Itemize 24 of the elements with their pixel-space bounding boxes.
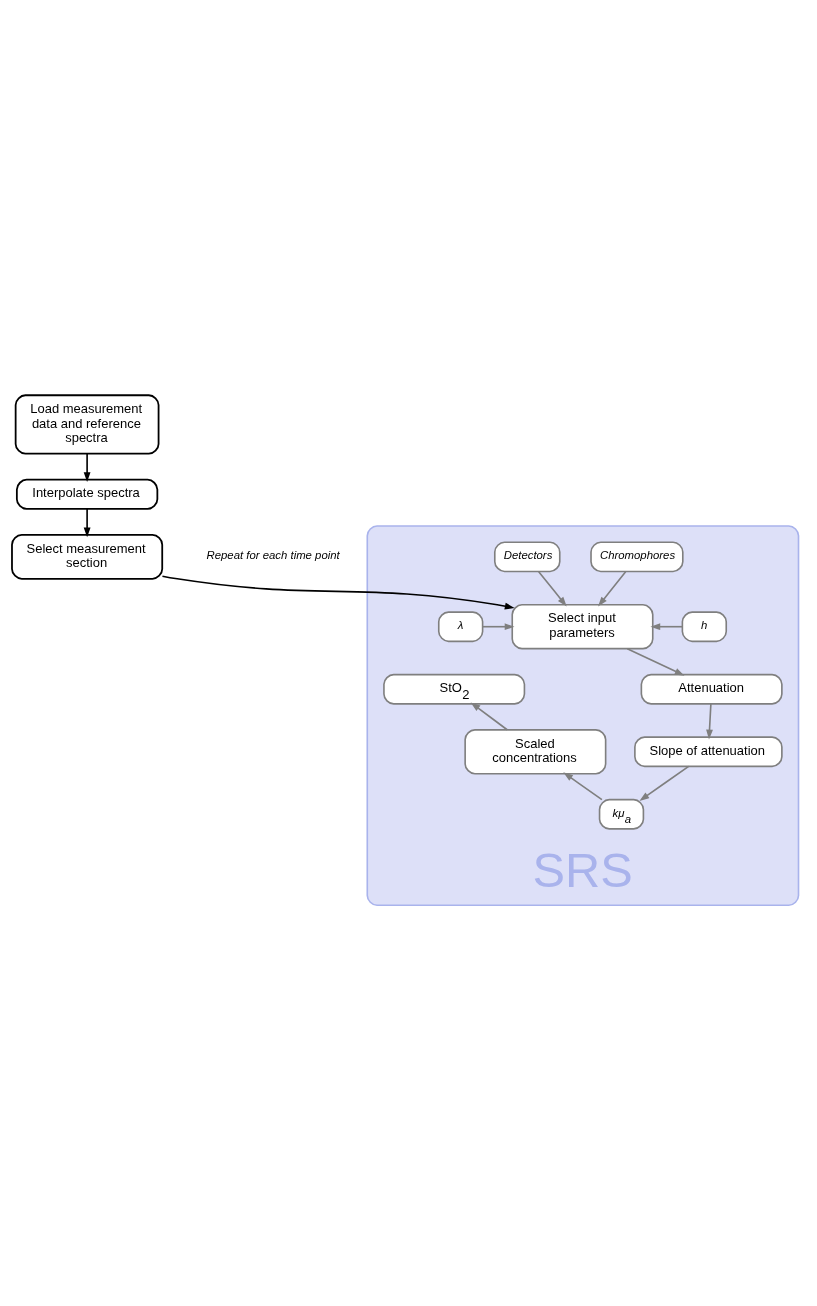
arrow xyxy=(626,647,685,676)
arrow xyxy=(563,771,603,800)
node-box: Slope of attenuation xyxy=(634,735,783,767)
arrow xyxy=(470,701,508,731)
arrow xyxy=(537,570,567,606)
node-box: Interpolate spectra xyxy=(15,478,159,510)
node-box: λ xyxy=(437,610,484,642)
node-box: Select input parameters xyxy=(511,603,654,649)
node-box: h xyxy=(681,610,728,642)
node-box: Attenuation xyxy=(640,673,783,705)
arrow xyxy=(83,507,91,537)
node-label: Repeat for each time point xyxy=(206,548,340,561)
arrow xyxy=(650,622,684,630)
arrow xyxy=(706,702,713,739)
node-box: Scaled concentrations xyxy=(464,728,607,774)
arrow xyxy=(161,574,515,609)
arrow xyxy=(482,622,515,630)
node-box: Detectors xyxy=(494,540,561,572)
arrow xyxy=(598,570,627,606)
node-box: Chromophores xyxy=(590,540,684,572)
node-box: Load measurement data and reference spectra xyxy=(14,393,160,455)
node-box: Select measurement section xyxy=(11,533,164,580)
arrow xyxy=(83,452,91,482)
arrow xyxy=(639,765,690,801)
